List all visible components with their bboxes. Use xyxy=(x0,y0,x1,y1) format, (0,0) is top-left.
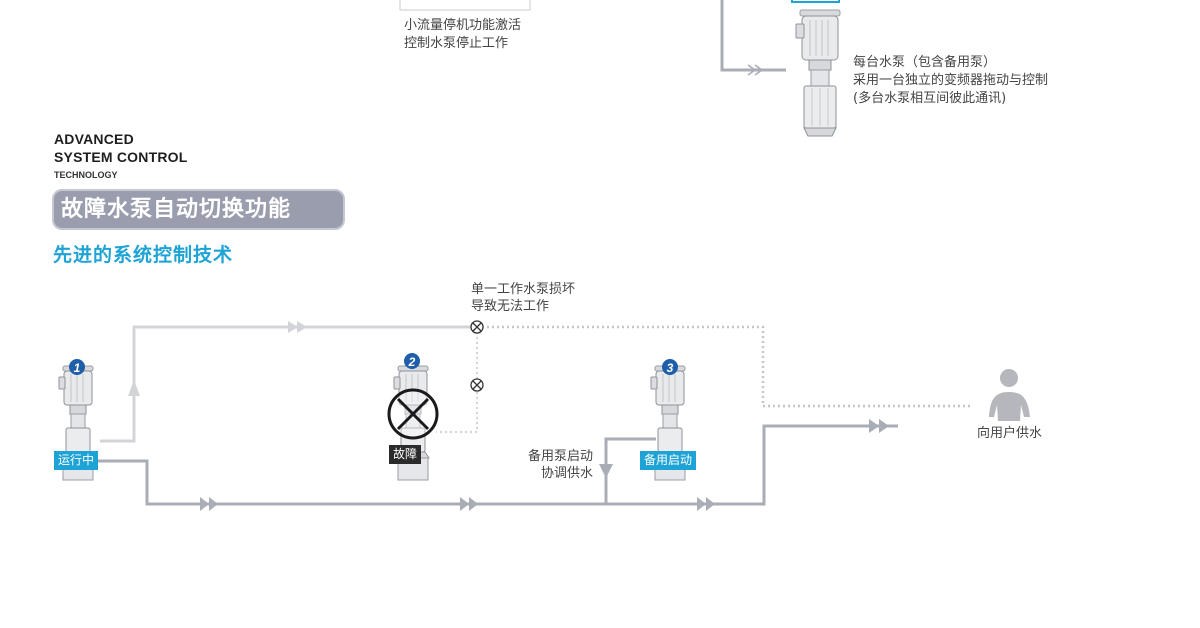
low-flow-line-1: 小流量停机功能激活 xyxy=(404,18,522,33)
section-title: 故障水泵自动切换功能 xyxy=(52,189,345,230)
pump-3-badge: 3 xyxy=(662,359,678,375)
each-pump-line-2: 采用一台独立的变频器拖动与控制 xyxy=(853,73,1049,88)
pump-1-badge: 1 xyxy=(69,359,85,375)
user-supply-label: 向用户供水 xyxy=(977,426,1043,441)
low-flow-note: 小流量停机功能激活 控制水泵停止工作 xyxy=(404,17,521,53)
each-pump-note: 每台水泵（包含备用泵） 采用一台独立的变频器拖动与控制 (多台水泵相互间彼此通讯… xyxy=(853,54,1048,108)
blocked-valve-icon-2 xyxy=(470,378,484,392)
failure-line-2: 导致无法工作 xyxy=(471,299,550,314)
brand-line-3: TECHNOLOGY xyxy=(54,170,118,180)
failure-x-icon xyxy=(387,388,439,440)
pump-2-badge: 2 xyxy=(404,353,420,369)
top-pipe-right xyxy=(720,0,840,76)
top-box-fragment xyxy=(399,0,531,11)
standby-note: 备用泵启动 协调供水 xyxy=(526,448,593,482)
main-supply-pipe xyxy=(98,419,898,511)
pump-3-number: 3 xyxy=(667,361,674,375)
pump-2-status-tag: 故障 xyxy=(389,445,422,464)
blocked-valve-icon xyxy=(470,320,484,334)
failed-dotted-pipe xyxy=(436,325,972,433)
standby-line-2: 协调供水 xyxy=(540,466,593,481)
top-pump-icon xyxy=(795,9,841,137)
user-icon xyxy=(989,369,1030,421)
brand-label: ADVANCED SYSTEM CONTROL TECHNOLOGY xyxy=(54,130,187,182)
each-pump-line-1: 每台水泵（包含备用泵） xyxy=(853,55,997,70)
pump-2-number: 2 xyxy=(408,355,416,369)
pump-3-status-tag: 备用启动 xyxy=(640,451,697,470)
upper-light-pipe xyxy=(100,321,477,443)
brand-line-1: ADVANCED xyxy=(54,131,134,147)
section-subtitle: 先进的系统控制技术 xyxy=(53,244,234,266)
standby-branch-pipe xyxy=(599,437,656,504)
pump-1-status-tag: 运行中 xyxy=(54,451,99,470)
failure-line-1: 单一工作水泵损坏 xyxy=(471,282,576,297)
failure-note: 单一工作水泵损坏 导致无法工作 xyxy=(471,281,575,315)
pump-1-number: 1 xyxy=(74,361,81,375)
each-pump-line-3: (多台水泵相互间彼此通讯) xyxy=(853,91,1007,106)
standby-line-1: 备用泵启动 xyxy=(527,449,593,464)
brand-line-2: SYSTEM CONTROL xyxy=(54,149,188,165)
low-flow-line-2: 控制水泵停止工作 xyxy=(404,36,509,51)
